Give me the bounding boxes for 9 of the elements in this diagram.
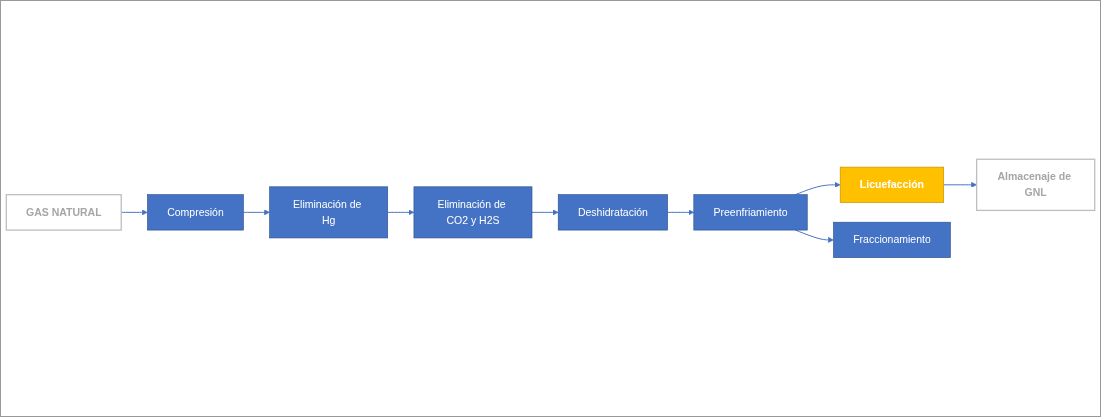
node-box: Preenfriamiento — [693, 194, 808, 231]
node-box: Compresión — [147, 194, 244, 231]
node-box: Eliminación de CO2 y H2S — [413, 186, 533, 239]
node-box: Fraccionamiento — [833, 221, 951, 258]
node-box: GAS NATURAL — [5, 194, 122, 231]
node-box: Licuefacción — [839, 166, 945, 203]
node-box: Almacenaje de GNL — [976, 158, 1096, 212]
node-box: Deshidratación — [557, 194, 668, 231]
node-box: Eliminación de Hg — [269, 186, 388, 239]
